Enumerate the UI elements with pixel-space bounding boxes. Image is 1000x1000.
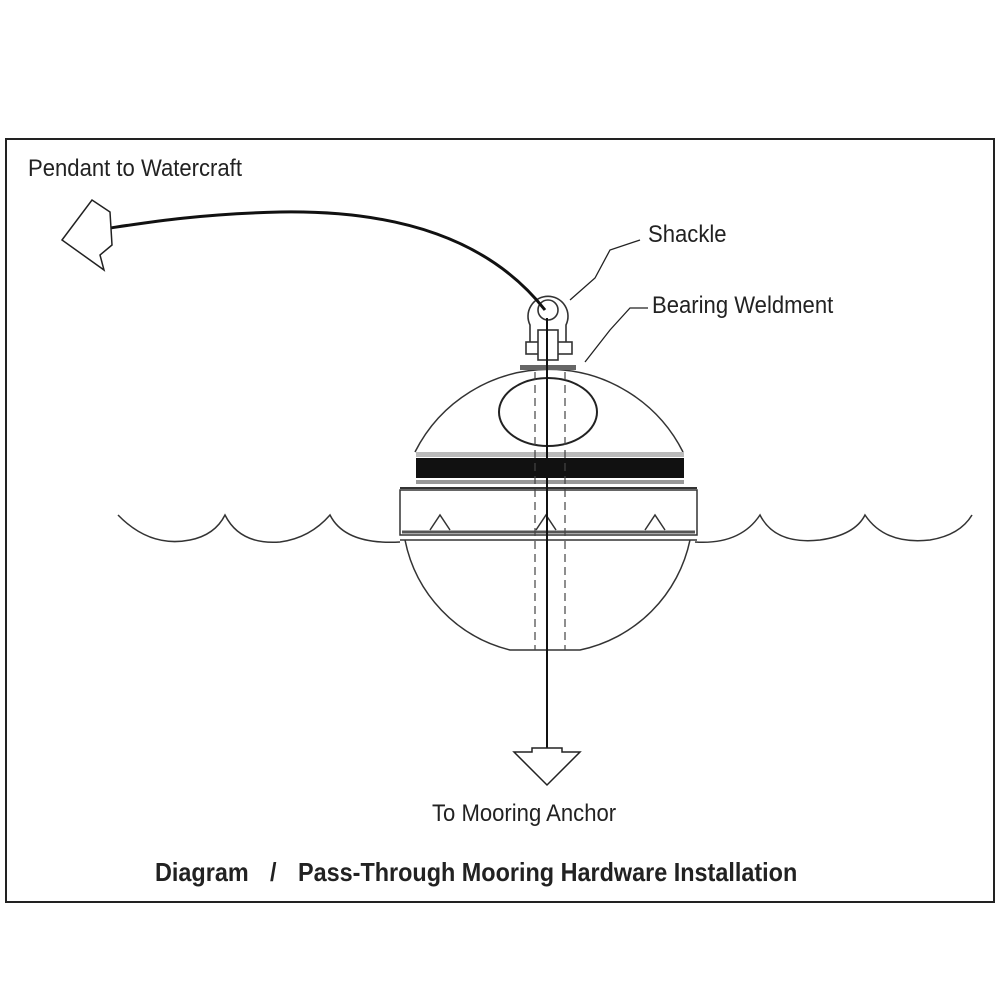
- label-bearing-weldment: Bearing Weldment: [652, 292, 834, 319]
- caption-title: Pass-Through Mooring Hardware Installati…: [298, 857, 798, 887]
- caption-prefix: Diagram: [155, 857, 249, 887]
- left-arrow-icon: [60, 198, 113, 272]
- buoy-collar: [399, 489, 698, 536]
- label-shackle: Shackle: [648, 221, 727, 248]
- label-pendant-to-watercraft: Pendant to Watercraft: [28, 155, 242, 182]
- diagram-frame: [5, 138, 995, 903]
- pendant-line: [109, 210, 547, 311]
- shackle: [525, 295, 573, 361]
- buoy-lower-hull: [404, 539, 691, 651]
- caption-separator: /: [270, 857, 277, 887]
- buoy-upper-dome: [414, 368, 684, 453]
- buoy-black-band: [416, 458, 684, 478]
- label-to-mooring-anchor: To Mooring Anchor: [432, 800, 617, 827]
- water-waves: [117, 513, 973, 544]
- down-arrow-icon: [512, 747, 582, 787]
